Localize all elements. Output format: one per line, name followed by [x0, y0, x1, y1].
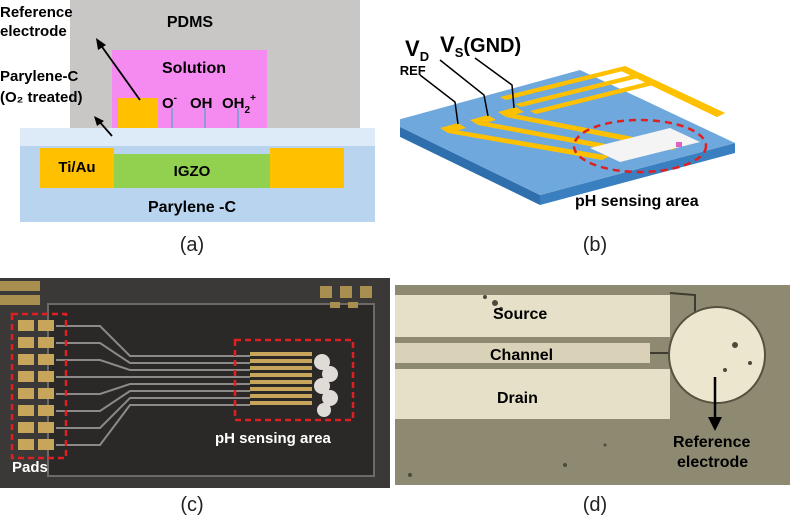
sensing-fingers: [250, 352, 312, 405]
pad: [18, 371, 34, 382]
pads-box: [10, 312, 68, 460]
traces: [56, 325, 250, 446]
ion-o-label: O-: [162, 93, 177, 112]
parylene-arrowhead: [94, 116, 104, 126]
caption-c: (c): [180, 494, 204, 516]
panel-c-photo: Pads pH sensing area: [0, 278, 390, 488]
finger: [250, 366, 312, 370]
drain-label: Drain: [497, 390, 538, 407]
drain-stripe: [395, 369, 670, 419]
reference-electrode-disc: [668, 306, 766, 404]
parylene-bottom-label: Parylene -C: [148, 199, 236, 216]
parylene-top-layer: [20, 128, 375, 146]
sensing-chip: [590, 128, 700, 162]
caption-a: (a): [179, 234, 205, 256]
source-stripe: [395, 295, 670, 337]
tiau-right: [270, 148, 344, 188]
vref-leader: [419, 74, 459, 125]
solution-label: Solution: [162, 60, 226, 77]
tiau-left: [40, 148, 114, 188]
trace: [56, 383, 250, 395]
finger: [250, 387, 312, 391]
trace: [56, 404, 250, 446]
substrate-front: [540, 143, 735, 205]
pad: [38, 439, 54, 450]
pad: [18, 354, 34, 365]
pad: [38, 354, 54, 365]
parylene-treated-label: Parylene-C(O₂ treated): [0, 68, 83, 106]
igzo-label: IGZO: [174, 163, 211, 180]
ion-oh-label: OH: [190, 95, 213, 112]
reference-arrow: [99, 43, 141, 101]
trace: [56, 397, 250, 429]
reference-arrowhead: [96, 38, 106, 50]
pad: [18, 337, 34, 348]
finger: [250, 401, 312, 405]
trace: [56, 359, 250, 371]
pad: [18, 405, 34, 416]
pad: [38, 422, 54, 433]
top-pads: [0, 281, 372, 308]
trace: [56, 342, 250, 364]
reference-electrode-pad: [118, 98, 158, 130]
pad-array: [18, 320, 54, 450]
pad: [18, 439, 34, 450]
pad: [18, 320, 34, 331]
sensing-area-label: pH sensing area: [215, 430, 332, 447]
source-label: Source: [493, 306, 547, 323]
sensing-area-ellipse: [572, 118, 708, 174]
pad: [38, 388, 54, 399]
vs-label: VS(GND): [440, 32, 521, 60]
channel-label: Channel: [490, 347, 553, 364]
reference-electrode-blob: [314, 354, 338, 417]
pdms-label: PDMS: [167, 14, 214, 31]
finger: [250, 394, 312, 398]
trace: [56, 390, 250, 412]
trace: [56, 325, 250, 357]
vd-leader: [439, 59, 489, 117]
substrate-top: [400, 70, 735, 195]
sensing-dot: [676, 142, 682, 147]
reference-arrowhead: [708, 417, 722, 431]
pad: [38, 337, 54, 348]
pad: [38, 371, 54, 382]
sensing-area-box: [233, 338, 355, 422]
panel-a-cross-section: PDMS Solution O- OH OH2+ Ti/Au IGZO Pary…: [0, 0, 375, 222]
channel-stripe: [395, 343, 650, 363]
caption-b: (b): [582, 234, 608, 256]
pad: [18, 422, 34, 433]
vd-label: VD: [405, 36, 429, 64]
vref-label: VREF: [400, 50, 426, 78]
caption-d: (d): [582, 494, 608, 516]
sensing-area-label: pH sensing area: [575, 193, 699, 210]
pad: [38, 405, 54, 416]
pad: [18, 388, 34, 399]
finger: [250, 359, 312, 363]
igzo-layer: [114, 154, 270, 188]
finger: [250, 373, 312, 377]
ion-oh2-label: OH2+: [222, 93, 256, 116]
pad: [38, 320, 54, 331]
finger: [250, 380, 312, 384]
vs-leader: [474, 57, 515, 109]
tiau-label: Ti/Au: [58, 159, 95, 176]
debris: [408, 295, 752, 477]
substrate-side: [400, 126, 540, 205]
finger: [250, 352, 312, 356]
panel-b-device-3d: VREF VD VS(GND) pH sensing area: [400, 32, 735, 210]
pads-label: Pads: [12, 459, 48, 476]
